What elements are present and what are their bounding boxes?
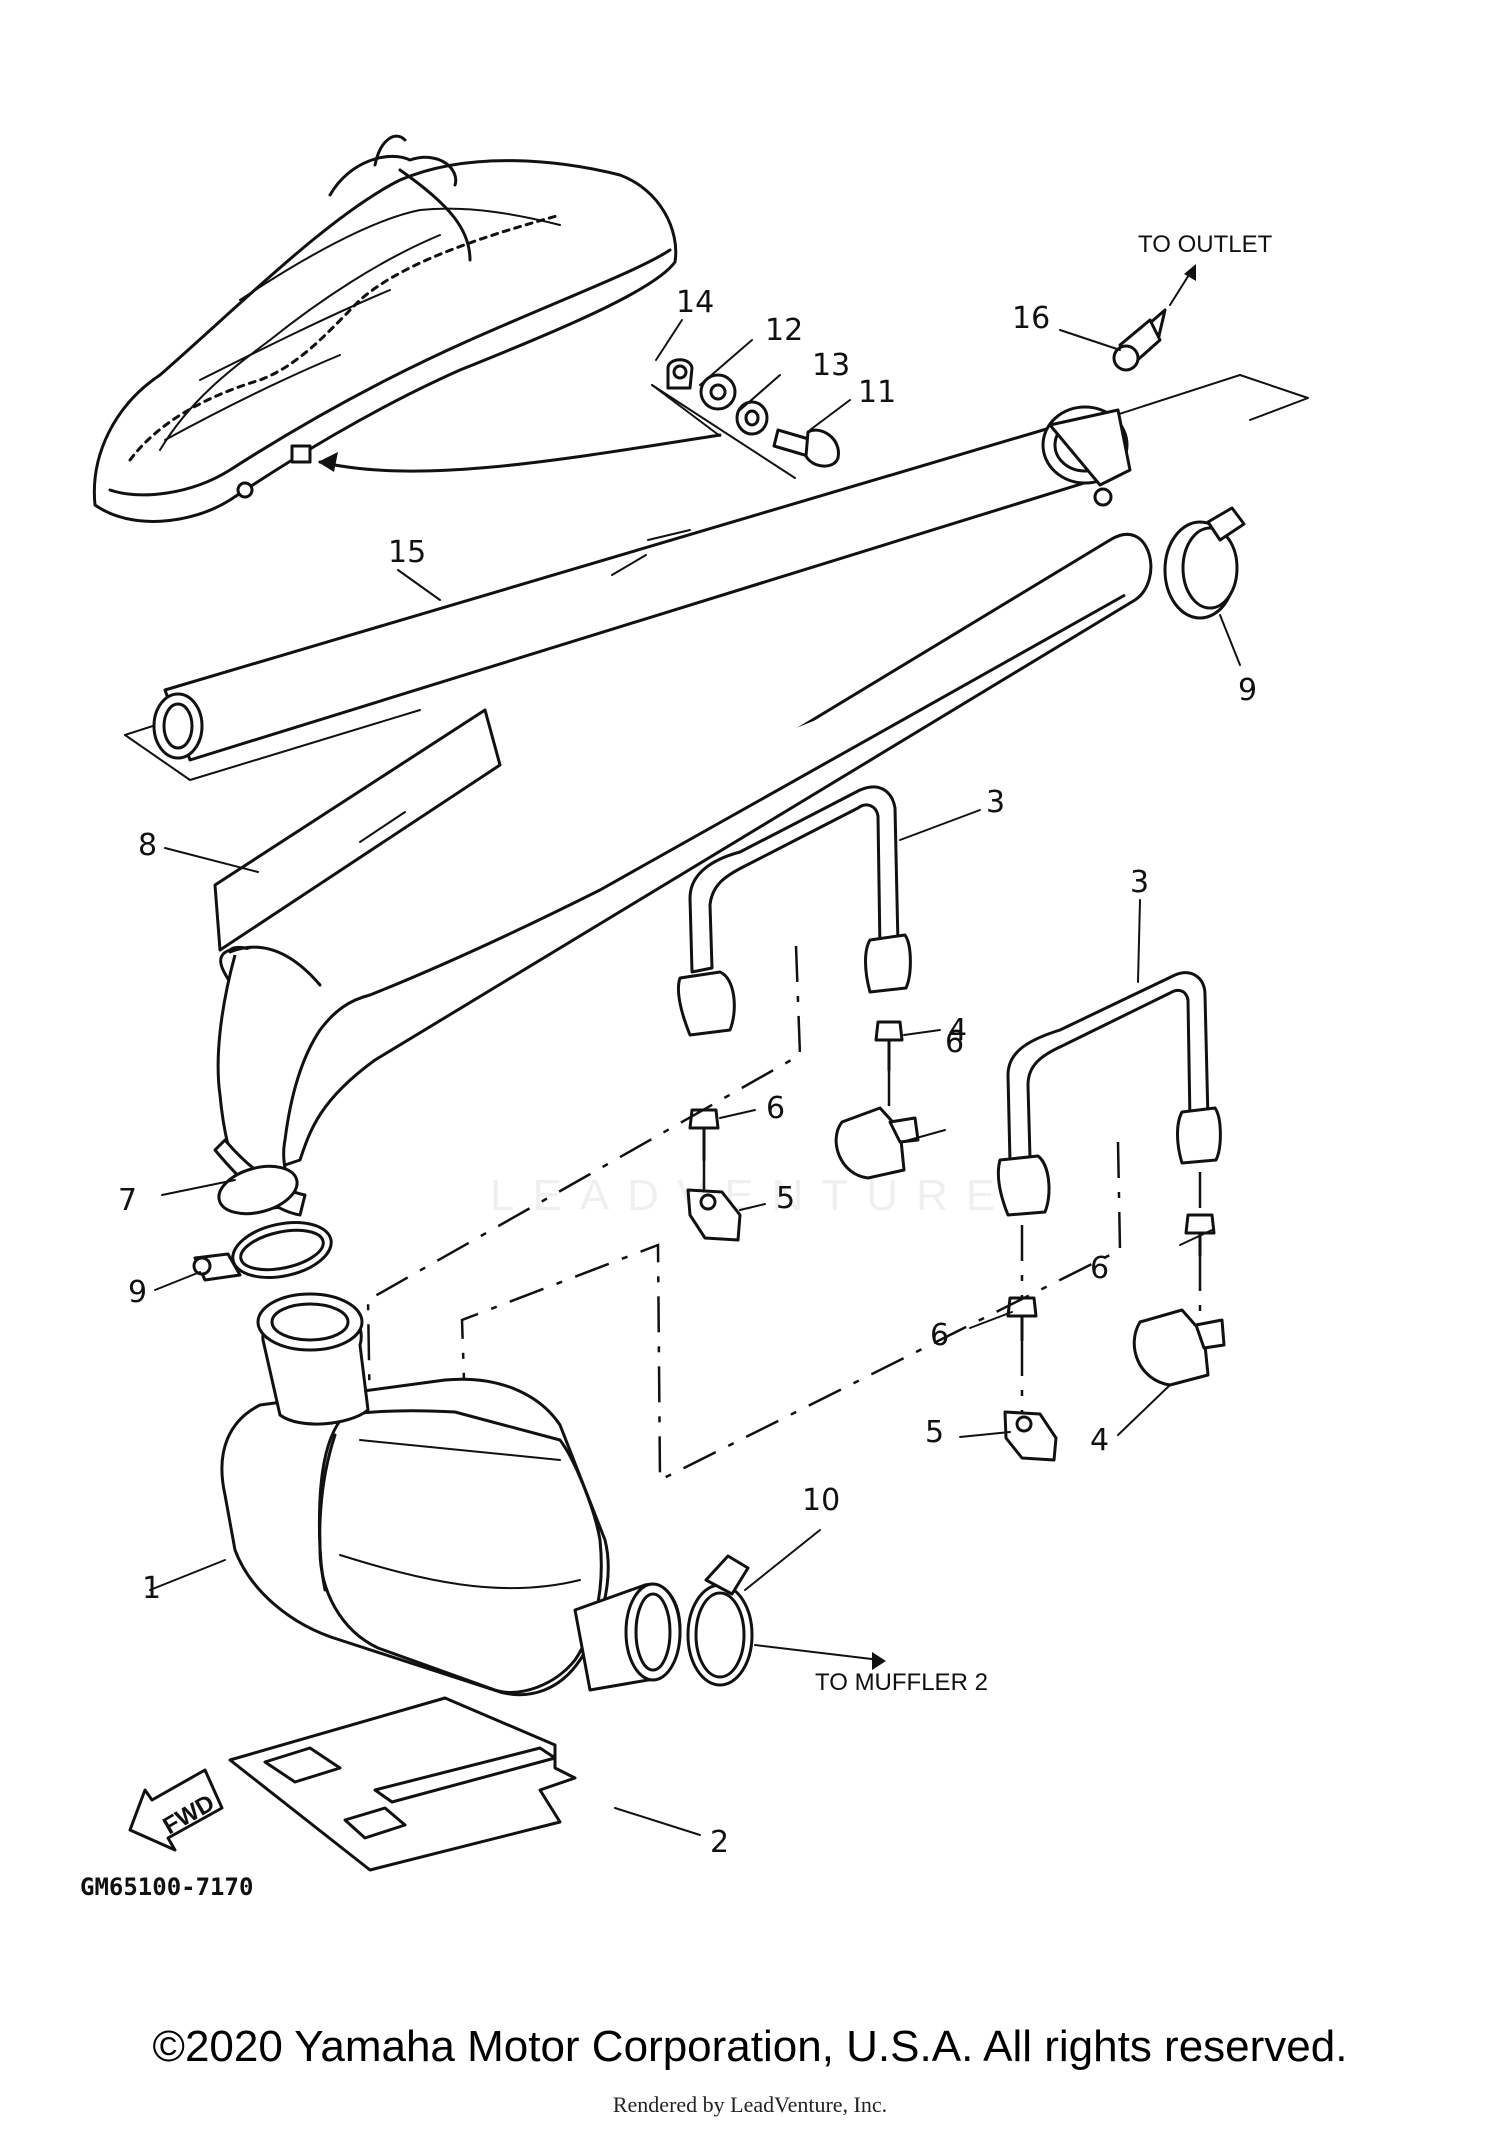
hardware-group bbox=[651, 358, 840, 479]
watermark: LEADVENTURE bbox=[490, 1171, 1013, 1220]
callout-6: 6 bbox=[1090, 1251, 1109, 1286]
part-9-clamp-lower bbox=[192, 1221, 333, 1282]
callout-3: 3 bbox=[986, 785, 1005, 820]
callout-14: 14 bbox=[676, 285, 714, 320]
callout-10: 10 bbox=[802, 1483, 840, 1518]
callout-4: 4 bbox=[1090, 1423, 1109, 1458]
part-9-clamp-top bbox=[1163, 506, 1246, 620]
part-14-clip bbox=[666, 358, 694, 390]
copyright-text: ©2020 Yamaha Motor Corporation, U.S.A. A… bbox=[152, 2022, 1348, 2071]
part-10-clamp bbox=[686, 1554, 754, 1687]
callout-6: 6 bbox=[930, 1318, 949, 1353]
to-outlet-note: TO OUTLET bbox=[1138, 231, 1273, 258]
callout-15: 15 bbox=[388, 535, 426, 570]
watercraft-overview bbox=[92, 134, 722, 523]
part-5-holder-upper bbox=[686, 1188, 742, 1242]
part-1-muffler bbox=[220, 1292, 682, 1697]
callout-6: 6 bbox=[766, 1091, 785, 1126]
callout-1: 1 bbox=[142, 1571, 161, 1606]
callout-7: 7 bbox=[118, 1183, 137, 1218]
part-12-nut bbox=[699, 373, 737, 411]
callout-3: 3 bbox=[1130, 865, 1149, 900]
part-13-washer bbox=[735, 400, 769, 436]
callout-2: 2 bbox=[710, 1825, 729, 1860]
part-4-bracket-lower bbox=[1132, 1308, 1226, 1387]
part-8-pad bbox=[213, 708, 502, 952]
part-code: GM65100-7170 bbox=[80, 1873, 253, 1901]
callouts: 1 2 3 3 4 4 5 5 6 6 6 6 7 8 9 9 10 11 12… bbox=[118, 285, 1257, 1860]
assembly-lines bbox=[366, 945, 1202, 1483]
part-2-plate bbox=[228, 1696, 577, 1872]
callout-13: 13 bbox=[812, 348, 850, 383]
callout-4: 4 bbox=[948, 1013, 967, 1048]
callout-9: 9 bbox=[128, 1275, 147, 1310]
part-5-holder-lower bbox=[1003, 1410, 1058, 1462]
part-4-bracket-upper bbox=[834, 1106, 920, 1180]
to-muffler-note: TO MUFFLER 2 bbox=[815, 1669, 988, 1696]
callout-9: 9 bbox=[1238, 673, 1257, 708]
leader-lines bbox=[149, 319, 1241, 1836]
part-16-fitting bbox=[1112, 264, 1196, 372]
callout-16: 16 bbox=[1012, 301, 1050, 336]
fwd-arrow: FWD bbox=[128, 1768, 224, 1852]
part-15-pipe bbox=[124, 374, 1309, 781]
callout-8: 8 bbox=[138, 828, 157, 863]
part-3-strap-upper bbox=[676, 785, 912, 1037]
part-7-hose bbox=[213, 532, 1153, 1217]
part-11-bolt bbox=[772, 428, 840, 468]
callout-12: 12 bbox=[765, 313, 803, 348]
callout-5: 5 bbox=[776, 1181, 795, 1216]
callout-6: 6 bbox=[945, 1025, 964, 1060]
callout-5: 5 bbox=[925, 1415, 944, 1450]
part-3-strap-lower bbox=[996, 971, 1222, 1217]
callout-11: 11 bbox=[858, 375, 896, 410]
rendered-by-text: Rendered by LeadVenture, Inc. bbox=[612, 2092, 888, 2117]
